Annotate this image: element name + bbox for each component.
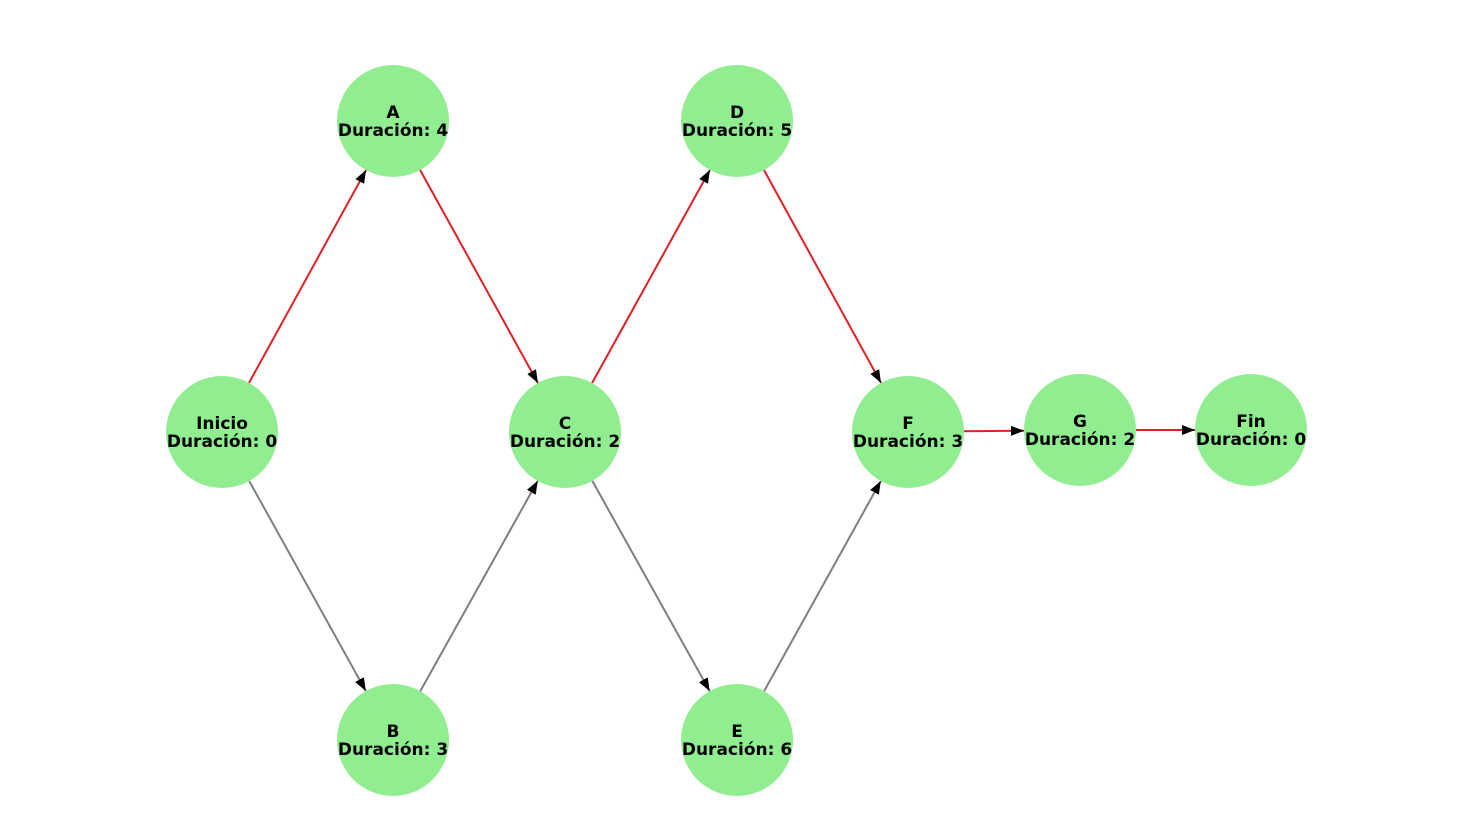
node-name-text: C: [559, 414, 571, 434]
node-name-text: Fin: [1236, 412, 1266, 432]
edge-d-f: [763, 169, 882, 384]
node-circle-inicio: [166, 376, 278, 488]
node-circle-a: [337, 65, 449, 177]
node-name-text: D: [730, 103, 744, 123]
node-circle-fin: [1195, 374, 1307, 486]
edge-f-g: [963, 425, 1025, 436]
node-duration-text: Duración: 5: [682, 121, 792, 141]
edge-layer: [248, 169, 1195, 692]
node-circle-g: [1024, 374, 1136, 486]
node-name-text: G: [1073, 412, 1087, 432]
node-duration-text: Duración: 2: [1025, 430, 1135, 450]
node-name-text: E: [731, 722, 743, 742]
node-name-text: F: [902, 414, 914, 434]
node-circle-e: [681, 684, 793, 796]
node-duration-text: Duración: 0: [167, 432, 277, 452]
node-duration-text: Duración: 4: [338, 121, 448, 141]
node-duration-text: Duración: 2: [510, 432, 620, 452]
node-duration-text: Duración: 3: [853, 432, 963, 452]
edge-a-c: [419, 169, 539, 384]
node-name-text: A: [386, 103, 400, 123]
node-circle-c: [509, 376, 621, 488]
edge-e-f: [763, 480, 882, 692]
node-name-text: Inicio: [196, 414, 248, 434]
node-circle-f: [852, 376, 964, 488]
node-duration-text: Duración: 3: [338, 740, 448, 760]
edge-inicio-b: [248, 480, 367, 692]
edge-c-e: [591, 480, 711, 692]
node-name-text: B: [387, 722, 400, 742]
node-circle-d: [681, 65, 793, 177]
edge-inicio-a: [248, 169, 367, 384]
node-duration-text: Duración: 6: [682, 740, 792, 760]
node-duration-text: Duración: 0: [1196, 430, 1306, 450]
edge-b-c: [419, 480, 539, 692]
node-circle-b: [337, 684, 449, 796]
edge-c-d: [591, 169, 711, 384]
